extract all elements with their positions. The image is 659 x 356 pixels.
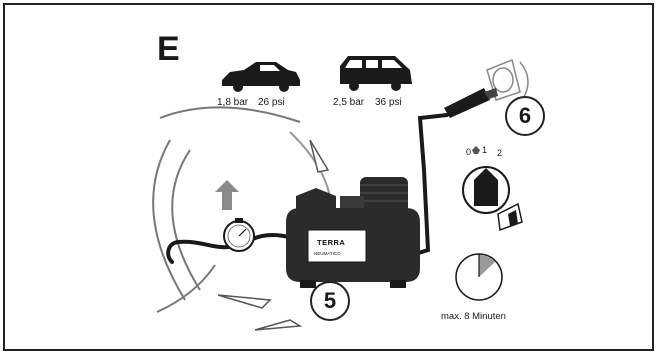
- dial-position-0: 0: [466, 147, 471, 157]
- car-icon: [222, 62, 300, 92]
- pressure-gauge-icon: [224, 218, 254, 251]
- callout-compressor: 5: [310, 281, 350, 321]
- switch-dial-icon: [463, 146, 522, 230]
- van-pressure-bar: 2,5 bar: [333, 97, 364, 108]
- van-icon: [340, 56, 412, 91]
- compressor-brand: TERRA: [317, 238, 345, 247]
- compressor-subbrand: NEUMATICO: [314, 251, 341, 256]
- timer-icon: [456, 254, 502, 300]
- up-arrow-icon: [215, 180, 239, 210]
- compressor-icon: [286, 177, 420, 288]
- van-pressure-psi: 36 psi: [375, 97, 402, 108]
- dial-position-2: 2: [497, 148, 502, 158]
- callout-socket: 6: [505, 96, 545, 136]
- dial-position-1: 1: [482, 145, 487, 155]
- timer-label: max. 8 Minuten: [441, 311, 506, 322]
- plug-icon: [444, 88, 498, 118]
- section-letter: E: [157, 30, 180, 69]
- car-pressure-bar: 1,8 bar: [217, 97, 248, 108]
- car-pressure-psi: 26 psi: [258, 97, 285, 108]
